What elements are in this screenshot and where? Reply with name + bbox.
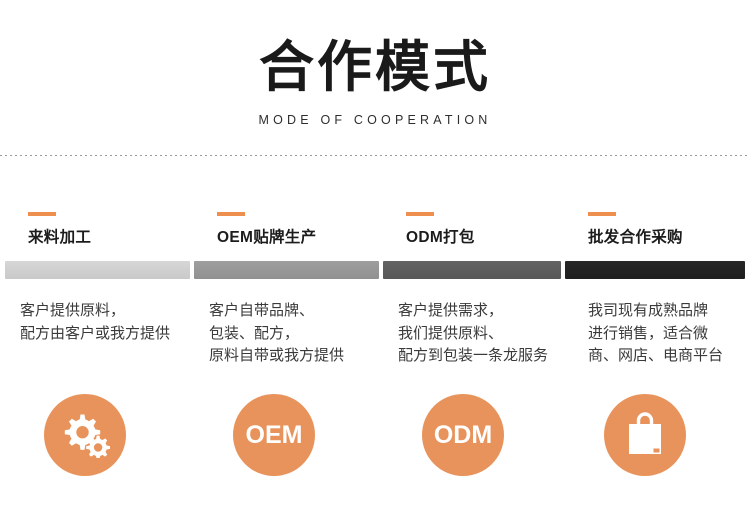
oem-text-icon: OEM (245, 421, 303, 449)
page-subtitle: MODE OF COOPERATION (258, 113, 492, 127)
cooperation-modes-grid: 来料加工 客户提供原料， 配方由客户或我方提供 OEM贴牌生产 客户自带品牌、 … (0, 196, 750, 527)
mode-column-4: 批发合作采购 我司现有成熟品牌 进行销售，适合微 商、网店、电商平台 (565, 196, 750, 527)
mode-icon-circle-3: ODM (422, 394, 504, 476)
mode-heading-1: 来料加工 (28, 229, 92, 246)
odm-text-icon: ODM (433, 421, 493, 449)
mode-icon-circle-1 (44, 394, 126, 476)
accent-dash (217, 212, 245, 216)
mode-column-3: ODM打包 客户提供需求， 我们提供原料、 配方到包装一条龙服务 ODM (383, 196, 573, 527)
mode-heading-4: 批发合作采购 (588, 229, 683, 246)
mode-bar-1 (5, 261, 190, 279)
mode-description-3: 客户提供需求， 我们提供原料、 配方到包装一条龙服务 (398, 303, 549, 364)
accent-dash (588, 212, 616, 216)
page-title: 合作模式 (258, 36, 491, 98)
shopping-bag-icon (622, 411, 668, 459)
mode-column-2: OEM贴牌生产 客户自带品牌、 包装、配方， 原料自带或我方提供 OEM (194, 196, 384, 527)
mode-bar-4 (565, 261, 745, 279)
accent-dash (406, 212, 434, 216)
section-divider (0, 155, 750, 156)
mode-description-4: 我司现有成熟品牌 进行销售，适合微 商、网店、电商平台 (588, 303, 724, 364)
accent-dash (28, 212, 56, 216)
mode-description-2: 客户自带品牌、 包装、配方， 原料自带或我方提供 (209, 303, 345, 364)
mode-bar-2 (194, 261, 379, 279)
mode-column-1: 来料加工 客户提供原料， 配方由客户或我方提供 (5, 196, 195, 527)
mode-icon-circle-4 (604, 394, 686, 476)
mode-heading-3: ODM打包 (406, 229, 475, 246)
mode-icon-circle-2: OEM (233, 394, 315, 476)
mode-description-1: 客户提供原料， 配方由客户或我方提供 (20, 303, 171, 342)
gears-icon (60, 412, 110, 458)
page-header: 合作模式 MODE OF COOPERATION (0, 0, 750, 155)
mode-bar-3 (383, 261, 561, 279)
mode-heading-2: OEM贴牌生产 (217, 229, 317, 246)
